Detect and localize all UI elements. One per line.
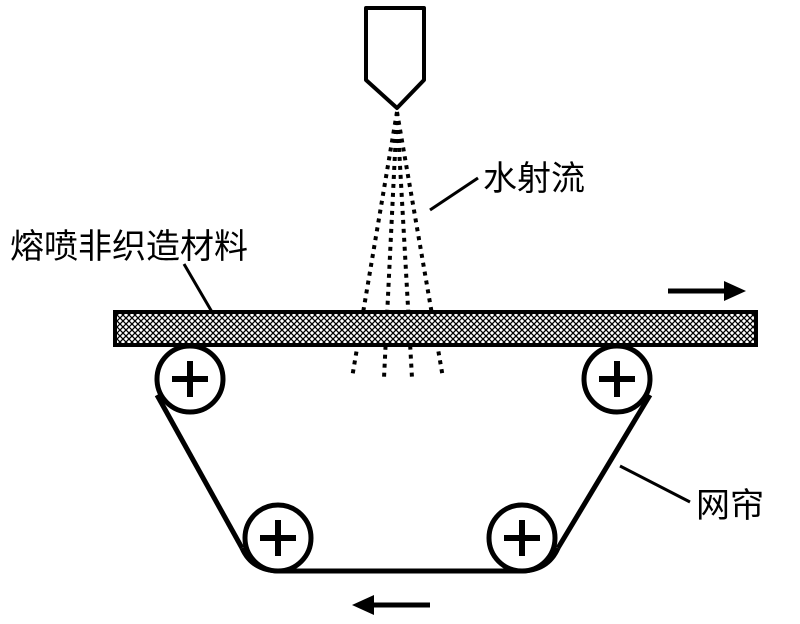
roller-bottom-left <box>242 502 314 574</box>
mesh-curtain-leader <box>619 464 691 504</box>
meltblown-material-label: 熔喷非织造材料 <box>10 227 248 267</box>
water-jet-leader <box>429 176 479 212</box>
roller-top-left <box>154 343 226 415</box>
mesh-curtain-label: 网帘 <box>696 486 764 526</box>
meltblown-material-bar <box>113 310 758 347</box>
roller-bottom-right <box>486 502 558 574</box>
material-leader <box>182 263 214 313</box>
roller-top-right <box>581 343 653 415</box>
arrow-right-icon <box>668 281 746 301</box>
arrow-left-icon <box>352 595 430 615</box>
nozzle-icon <box>364 6 426 110</box>
mesh-belt <box>154 393 653 574</box>
water-jet-label: 水射流 <box>483 159 585 199</box>
